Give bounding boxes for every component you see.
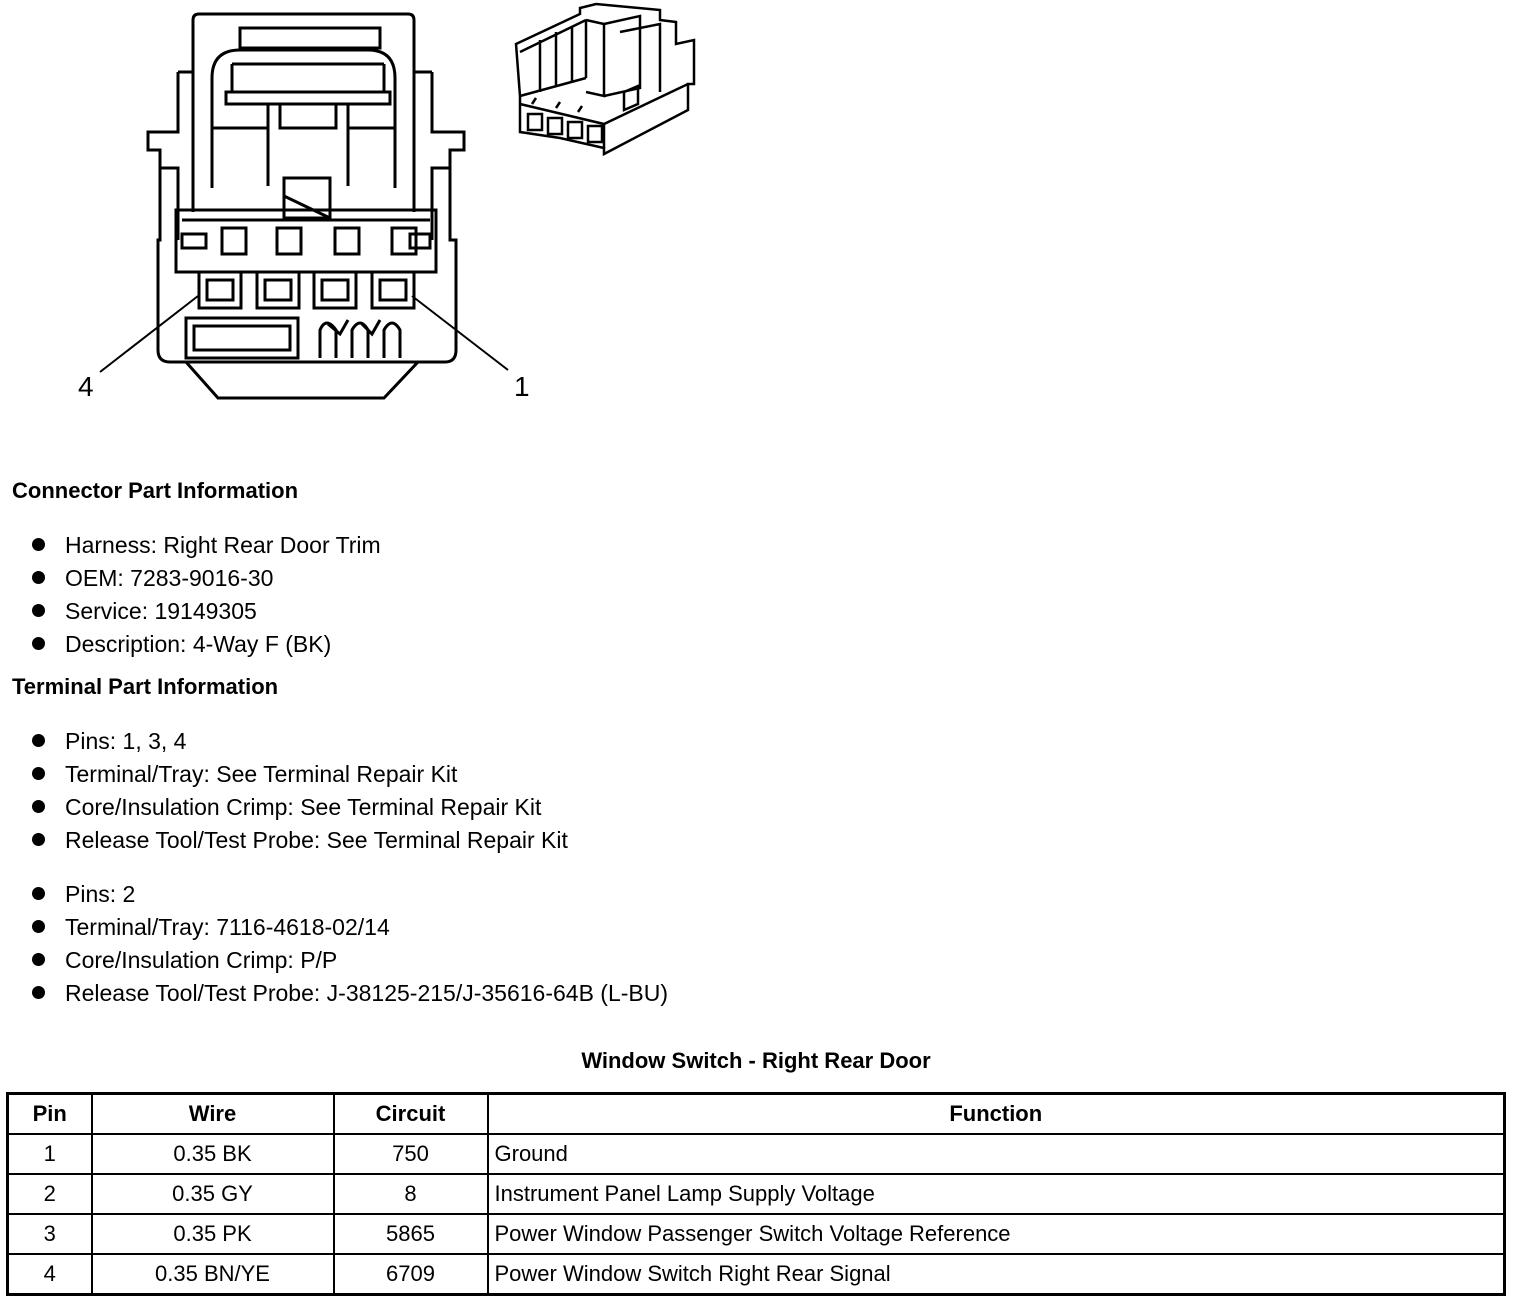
cell-wire: 0.35 PK xyxy=(90,1213,335,1255)
list-item: Core/Insulation Crimp: P/P xyxy=(28,944,668,977)
connector-info-oem: OEM: 7283-9016-30 xyxy=(65,565,274,591)
connector-info-service: Service: 19149305 xyxy=(65,598,257,624)
table-header-row: Pin Wire Circuit Function xyxy=(6,1092,1506,1135)
cell-circuit: 5865 xyxy=(332,1213,489,1255)
pin-1-label: 1 xyxy=(514,371,530,402)
list-item: Release Tool/Test Probe: J-38125-215/J-3… xyxy=(28,977,668,1010)
terminal-pins: Pins: 2 xyxy=(65,881,136,907)
connector-front-view xyxy=(99,12,509,400)
column-header-wire: Wire xyxy=(90,1092,335,1135)
table-row: 4 0.35 BN/YE 6709 Power Window Switch Ri… xyxy=(6,1253,1506,1296)
terminal-tray: Terminal/Tray: See Terminal Repair Kit xyxy=(65,761,458,787)
bullet-icon xyxy=(32,800,45,814)
list-item: Harness: Right Rear Door Trim xyxy=(28,529,381,562)
cell-pin: 4 xyxy=(6,1253,93,1296)
connector-info-list: Harness: Right Rear Door Trim OEM: 7283-… xyxy=(28,529,381,661)
list-item: Release Tool/Test Probe: See Terminal Re… xyxy=(28,824,568,857)
column-header-circuit: Circuit xyxy=(332,1092,489,1135)
column-header-function: Function xyxy=(486,1092,1506,1135)
terminal-release-tool: Release Tool/Test Probe: J-38125-215/J-3… xyxy=(65,980,669,1006)
bullet-icon xyxy=(32,571,45,585)
list-item: Pins: 1, 3, 4 xyxy=(28,725,568,758)
cell-function: Instrument Panel Lamp Supply Voltage xyxy=(486,1173,1506,1215)
cell-function: Power Window Switch Right Rear Signal xyxy=(486,1253,1506,1296)
cell-wire: 0.35 GY xyxy=(90,1173,335,1215)
connector-info-heading: Connector Part Information xyxy=(12,478,299,503)
bullet-icon xyxy=(32,734,45,748)
bullet-icon xyxy=(32,767,45,781)
list-item: Terminal/Tray: 7116-4618-02/14 xyxy=(28,911,668,944)
bullet-icon xyxy=(32,953,45,967)
cell-pin: 1 xyxy=(6,1133,93,1175)
terminal-info-heading: Terminal Part Information xyxy=(12,674,279,699)
bullet-icon xyxy=(32,604,45,618)
list-item: Service: 19149305 xyxy=(28,595,381,628)
terminal-release-tool: Release Tool/Test Probe: See Terminal Re… xyxy=(65,827,568,853)
table-row: 1 0.35 BK 750 Ground xyxy=(6,1133,1506,1175)
table-row: 2 0.35 GY 8 Instrument Panel Lamp Supply… xyxy=(6,1173,1506,1215)
terminal-crimp: Core/Insulation Crimp: P/P xyxy=(65,947,338,973)
cell-pin: 3 xyxy=(6,1213,93,1255)
pin-4-label: 4 xyxy=(78,371,94,402)
cell-circuit: 750 xyxy=(332,1133,489,1175)
connector-info-description: Description: 4-Way F (BK) xyxy=(65,631,332,657)
cell-pin: 2 xyxy=(6,1173,93,1215)
terminal-info-group-2: Pins: 2 Terminal/Tray: 7116-4618-02/14 C… xyxy=(28,878,668,1010)
column-header-pin: Pin xyxy=(6,1092,93,1135)
bullet-icon xyxy=(32,986,45,1000)
table-row: 3 0.35 PK 5865 Power Window Passenger Sw… xyxy=(6,1213,1506,1255)
terminal-tray: Terminal/Tray: 7116-4618-02/14 xyxy=(65,914,390,940)
terminal-info-group-1: Pins: 1, 3, 4 Terminal/Tray: See Termina… xyxy=(28,725,568,857)
connector-diagram: 4 1 xyxy=(78,2,696,402)
pin-table-title: Window Switch - Right Rear Door xyxy=(581,1048,931,1073)
bullet-icon xyxy=(32,538,45,552)
cell-function: Power Window Passenger Switch Voltage Re… xyxy=(486,1213,1506,1255)
cell-wire: 0.35 BN/YE xyxy=(90,1253,335,1296)
cell-function: Ground xyxy=(486,1133,1506,1175)
bullet-icon xyxy=(32,920,45,934)
terminal-pins: Pins: 1, 3, 4 xyxy=(65,728,187,754)
list-item: OEM: 7283-9016-30 xyxy=(28,562,381,595)
bullet-icon xyxy=(32,833,45,847)
bullet-icon xyxy=(32,637,45,651)
pin-table: Pin Wire Circuit Function 1 0.35 BK 750 … xyxy=(6,1092,1506,1296)
cell-circuit: 6709 xyxy=(332,1253,489,1296)
list-item: Pins: 2 xyxy=(28,878,668,911)
connector-isometric-view xyxy=(514,2,696,157)
list-item: Description: 4-Way F (BK) xyxy=(28,628,381,661)
bullet-icon xyxy=(32,887,45,901)
cell-wire: 0.35 BK xyxy=(90,1133,335,1175)
list-item: Core/Insulation Crimp: See Terminal Repa… xyxy=(28,791,568,824)
terminal-crimp: Core/Insulation Crimp: See Terminal Repa… xyxy=(65,794,542,820)
connector-info-harness: Harness: Right Rear Door Trim xyxy=(65,532,381,558)
cell-circuit: 8 xyxy=(332,1173,489,1215)
list-item: Terminal/Tray: See Terminal Repair Kit xyxy=(28,758,568,791)
